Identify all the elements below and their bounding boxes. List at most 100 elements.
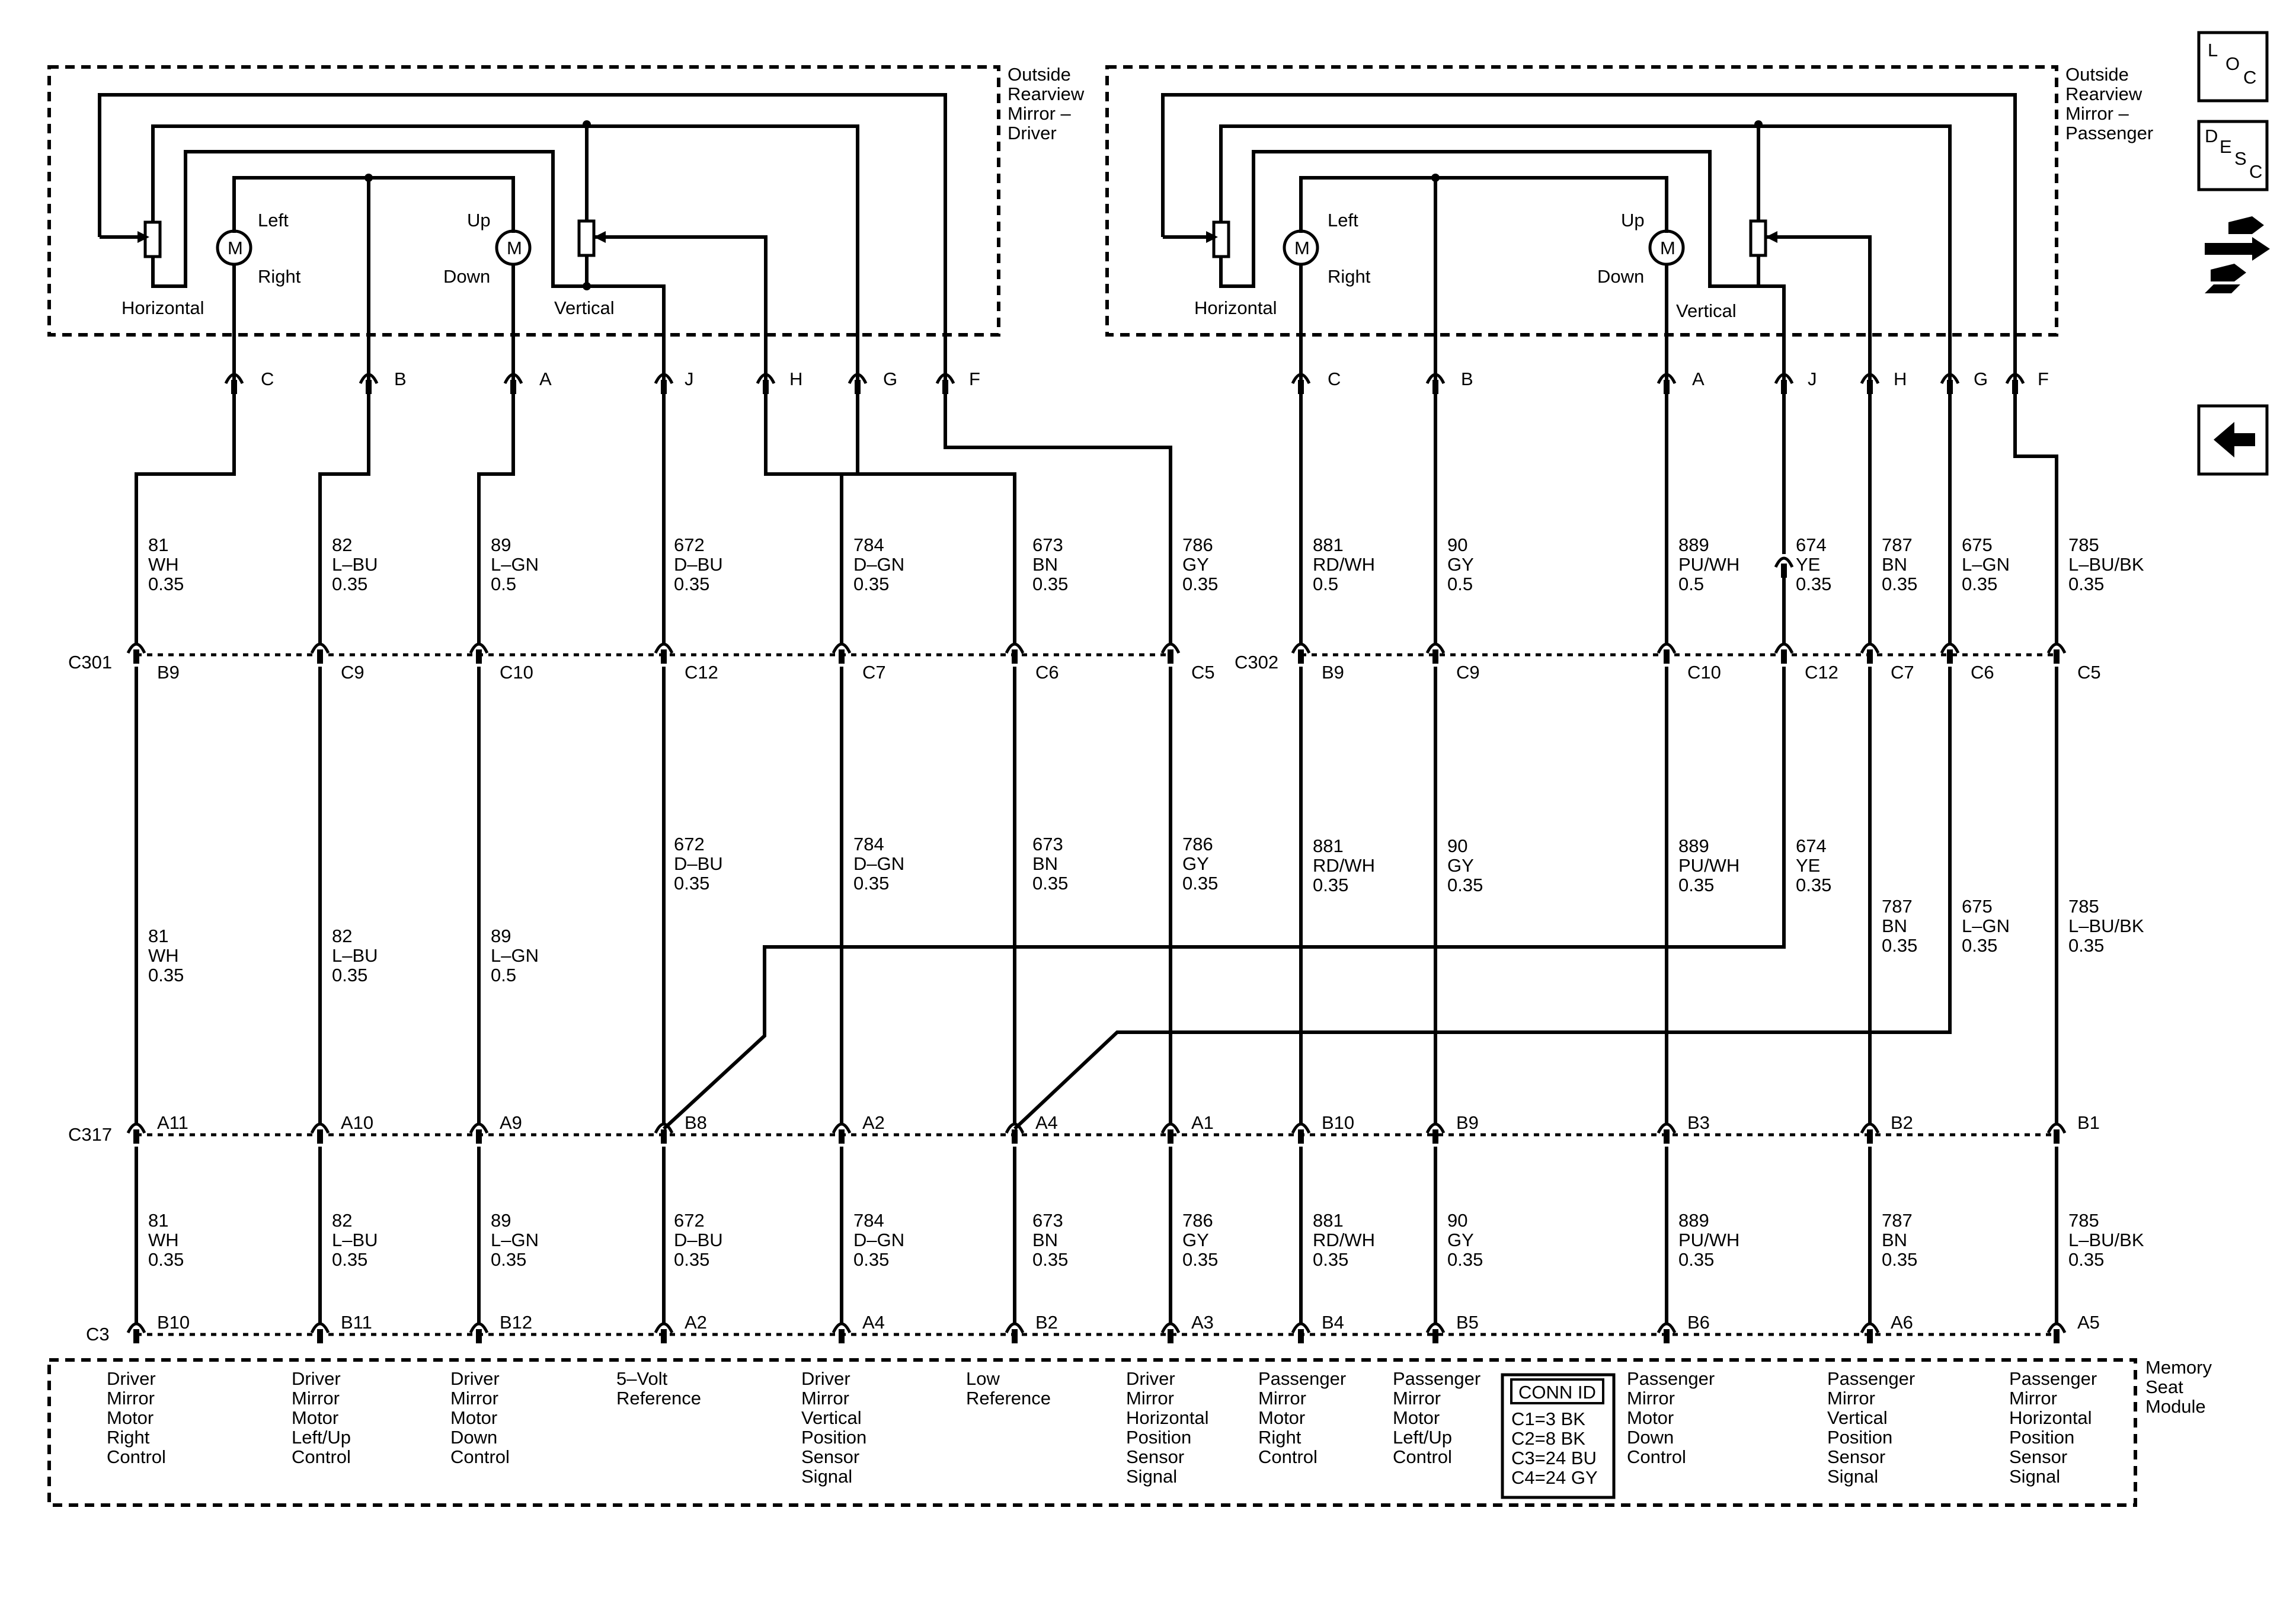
upper-wire-3-line-0: 672 xyxy=(674,534,705,555)
passenger-mirror-terminal-5 xyxy=(1940,373,1960,394)
upper-wire-3-line-2: 0.35 xyxy=(674,574,709,594)
driver-mirror-terminal-6-male xyxy=(942,380,948,394)
upper-wire-5-line-1: BN xyxy=(1032,554,1058,575)
loc-icon-o: O xyxy=(2225,53,2240,74)
driver-vertical-label: Vertical xyxy=(554,297,615,318)
c301-terminal-4 xyxy=(832,642,852,664)
driver-mirror-terminal-4 xyxy=(756,373,776,394)
c301-pin-6: C5 xyxy=(1191,662,1215,683)
middle-wire-4-line-0: 784 xyxy=(853,834,884,854)
driver-mirror-terminal-1 xyxy=(359,373,379,394)
c302-terminal-5-male xyxy=(1947,649,1953,664)
c317-pin-6: A1 xyxy=(1191,1112,1214,1133)
c317-pin-0: A11 xyxy=(157,1112,188,1133)
loc-icon[interactable] xyxy=(2197,31,2269,103)
driver-mirror-terminal-6 xyxy=(935,373,955,394)
upper-wire-11-line-1: BN xyxy=(1882,554,1907,575)
c302-terminal-5 xyxy=(1940,642,1960,664)
c302-terminal-4-male xyxy=(1867,649,1873,664)
lower-wire-1-line-1: L–BU xyxy=(332,1230,378,1250)
passenger-mirror-terminal-2-male xyxy=(1664,380,1670,394)
middle-wire-9-line-1: PU/WH xyxy=(1678,855,1739,876)
middle-wire-6-line-1: GY xyxy=(1182,853,1209,874)
back-arrow-icon[interactable] xyxy=(2197,404,2269,476)
c317-pin-2: A9 xyxy=(500,1112,522,1133)
module-function-5-line-1: Reference xyxy=(966,1388,1051,1409)
driver-pin-h: H xyxy=(789,369,802,389)
module-function-9-line-0: Passenger xyxy=(1627,1368,1715,1389)
module-function-10-line-0: Passenger xyxy=(1827,1368,1915,1389)
c301-terminal-1-male xyxy=(317,649,323,664)
c317-pin-3: B8 xyxy=(685,1112,707,1133)
desc-icon-e: E xyxy=(2220,136,2232,157)
c302-terminal-2-male xyxy=(1664,649,1670,664)
module-function-10-line-2: Vertical xyxy=(1827,1407,1888,1428)
c3-pin-8: B5 xyxy=(1456,1312,1479,1333)
upper-wire-1-line-0: 82 xyxy=(332,534,352,555)
lower-wire-1-line-0: 82 xyxy=(332,1210,352,1231)
c3-terminal-8-male xyxy=(1432,1329,1438,1343)
module-function-1-line-3: Left/Up xyxy=(292,1427,351,1448)
lower-wire-11-line-1: L–BU/BK xyxy=(2068,1230,2144,1250)
passenger-mirror-terminal-5-female xyxy=(1940,373,1960,385)
desc-icon-d: D xyxy=(2205,126,2218,146)
passenger-mirror-boundary xyxy=(1105,65,2058,337)
middle-wire-11-line-1: BN xyxy=(1882,916,1907,936)
c302-terminal-6-male xyxy=(2054,649,2060,664)
module-function-11-line-5: Signal xyxy=(2009,1466,2060,1487)
module-function-8-line-3: Left/Up xyxy=(1393,1427,1452,1448)
middle-wire-1-line-1: L–BU xyxy=(332,945,378,966)
lower-wire-4-line-0: 784 xyxy=(853,1210,884,1231)
module-labels: Outside Rearview Mirror – Driver Outside… xyxy=(1008,64,2212,1417)
driver-mirror-terminal-2-female xyxy=(503,373,523,385)
driver-pin-b: B xyxy=(394,369,407,389)
passenger-mirror-label-4: Passenger xyxy=(2065,123,2153,143)
upper-wire-11-line-2: 0.35 xyxy=(1882,574,1917,594)
middle-wire-8-line-2: 0.35 xyxy=(1447,875,1483,895)
c301-terminal-0-female xyxy=(126,642,146,654)
c317-terminal-5 xyxy=(1005,1122,1025,1144)
upper-harness-routing xyxy=(135,394,1952,643)
c302-pin-4: C7 xyxy=(1891,662,1914,683)
module-function-1-line-4: Control xyxy=(292,1446,351,1467)
c317-terminal-1-female xyxy=(310,1122,330,1134)
lower-wire-5-line-0: 673 xyxy=(1032,1210,1063,1231)
passenger-mirror-terminal-0-male xyxy=(1298,380,1304,394)
module-function-4-line-5: Signal xyxy=(801,1466,852,1487)
c302-pin-1: C9 xyxy=(1456,662,1480,683)
desc-icon[interactable] xyxy=(2197,120,2269,191)
c301-terminal-0 xyxy=(126,642,146,664)
passenger-mirror-terminal-3-female xyxy=(1774,373,1794,385)
connector-swap-icon[interactable] xyxy=(2205,216,2270,293)
passenger-mirror-terminal-4 xyxy=(1860,373,1880,394)
upper-wire-5-line-0: 673 xyxy=(1032,534,1063,555)
module-function-2-line-1: Mirror xyxy=(450,1388,498,1409)
mirror-component-labels: Horizontal Left Right M Up Down M Vertic… xyxy=(121,210,1737,321)
passenger-pin-j: J xyxy=(1808,369,1817,389)
middle-wire-10-line-2: 0.35 xyxy=(1796,875,1831,895)
lower-wire-9-line-2: 0.35 xyxy=(1678,1249,1714,1270)
memory-seat-label-2: Seat xyxy=(2145,1377,2183,1397)
module-function-0-line-4: Control xyxy=(107,1446,166,1467)
passenger-right-label: Right xyxy=(1328,266,1371,287)
module-function-4-line-1: Mirror xyxy=(801,1388,849,1409)
module-function-6-line-2: Horizontal xyxy=(1126,1407,1209,1428)
lower-wire-labels: 81WH0.3582L–BU0.3589L–GN0.35672D–BU0.357… xyxy=(148,1210,2144,1270)
c301-terminal-3-female xyxy=(654,642,674,654)
c317-terminal-7-female xyxy=(1291,1122,1311,1134)
lower-wire-8-line-0: 90 xyxy=(1447,1210,1467,1231)
c3-pin-1: B11 xyxy=(341,1312,372,1333)
upper-wire-12-line-1: L–GN xyxy=(1962,554,2010,575)
driver-pin-j: J xyxy=(685,369,694,389)
c317-terminal-10-male xyxy=(1867,1129,1873,1144)
middle-wire-2-line-1: L–GN xyxy=(491,945,539,966)
c317-terminal-1-male xyxy=(317,1129,323,1144)
middle-wire-0-line-2: 0.35 xyxy=(148,965,184,985)
c317-terminal-2 xyxy=(469,1122,489,1144)
lower-wire-0-line-2: 0.35 xyxy=(148,1249,184,1270)
c317-terminal-9 xyxy=(1657,1122,1677,1144)
upper-wire-6-line-0: 786 xyxy=(1182,534,1213,555)
lower-wire-7-line-1: RD/WH xyxy=(1313,1230,1375,1250)
c302-pin-3: C12 xyxy=(1805,662,1838,683)
